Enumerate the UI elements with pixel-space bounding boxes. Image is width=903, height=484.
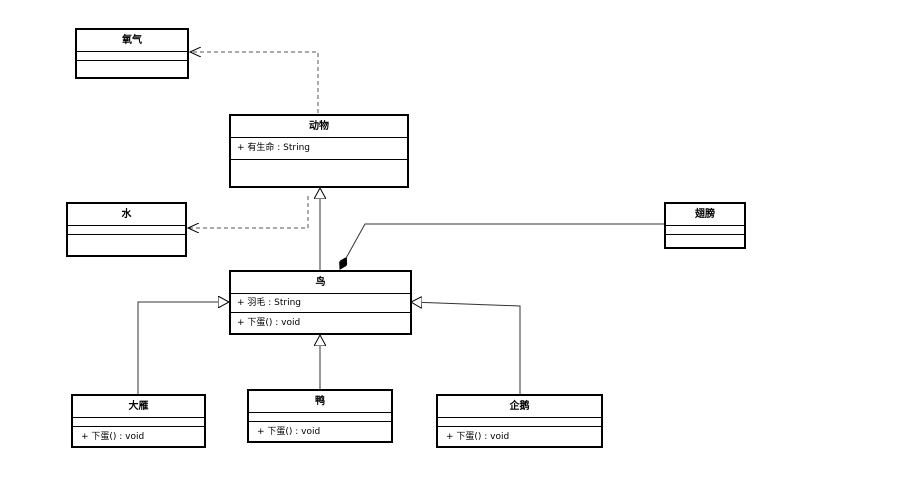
class-penguin-operations: + 下蛋() : void	[438, 427, 601, 447]
class-penguin-name: 企鹅	[438, 396, 601, 418]
operation-row: + 下蛋() : void	[257, 427, 321, 437]
class-bird[interactable]: 鸟 + 羽毛 : String + 下蛋() : void	[229, 270, 412, 335]
operation-row: + 下蛋() : void	[446, 432, 510, 442]
class-animal-name: 动物	[231, 116, 407, 138]
generalization-eagle-bird	[137, 302, 229, 394]
class-bird-operations: + 下蛋() : void	[231, 313, 410, 333]
class-duck-operations: + 下蛋() : void	[249, 422, 391, 442]
class-eagle-name: 大雁	[73, 396, 204, 418]
class-eagle-attributes	[73, 418, 204, 427]
operation-row: + 下蛋() : void	[81, 432, 145, 442]
composition-wing-bird	[340, 223, 664, 269]
class-water-attributes	[68, 226, 185, 235]
class-animal[interactable]: 动物 + 有生命 : String	[229, 114, 409, 188]
dependency-line-bird-water-visible	[188, 196, 309, 228]
class-oxygen-name: 氧气	[77, 30, 187, 52]
class-penguin-attributes	[438, 418, 601, 427]
operation-row: + 下蛋() : void	[237, 318, 301, 328]
class-water-operations	[68, 235, 185, 239]
class-duck[interactable]: 鸭 + 下蛋() : void	[247, 389, 393, 443]
class-water[interactable]: 水	[66, 202, 187, 257]
class-wing-name: 翅膀	[666, 204, 744, 226]
class-bird-name: 鸟	[231, 272, 410, 294]
attribute-row: + 有生命 : String	[237, 143, 311, 153]
class-eagle[interactable]: 大雁 + 下蛋() : void	[71, 394, 206, 448]
class-duck-attributes	[249, 413, 391, 422]
class-wing-attributes	[666, 226, 744, 235]
class-penguin[interactable]: 企鹅 + 下蛋() : void	[436, 394, 603, 448]
class-oxygen[interactable]: 氧气	[75, 28, 189, 79]
class-animal-attributes: + 有生命 : String	[231, 138, 407, 160]
class-eagle-operations: + 下蛋() : void	[73, 427, 204, 447]
class-animal-operations	[231, 160, 407, 164]
class-wing-operations	[666, 235, 744, 239]
class-water-name: 水	[68, 204, 185, 226]
class-wing[interactable]: 翅膀	[664, 202, 746, 249]
dependency-line-animal-oxygen	[190, 52, 319, 113]
attribute-row: + 羽毛 : String	[237, 298, 302, 308]
class-duck-name: 鸭	[249, 391, 391, 413]
class-oxygen-attributes	[77, 52, 187, 61]
class-oxygen-operations	[77, 61, 187, 65]
dependency-line-bird-water	[188, 197, 308, 256]
generalization-penguin-bird	[411, 302, 521, 394]
class-bird-attributes: + 羽毛 : String	[231, 294, 410, 313]
